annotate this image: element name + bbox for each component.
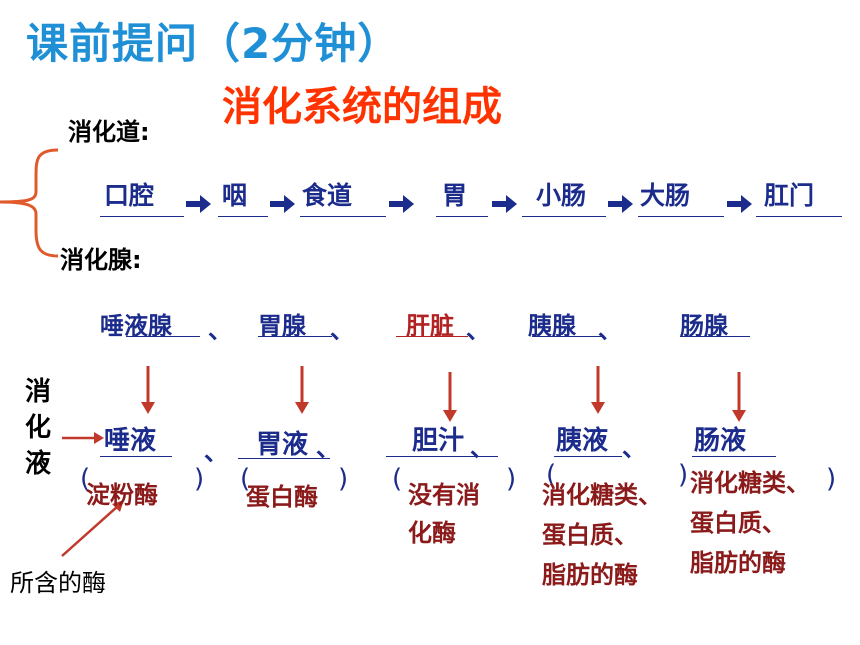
arrow-down-icon-2 xyxy=(295,402,309,414)
underline xyxy=(218,216,268,217)
gland-salivary: 唾液腺 xyxy=(100,312,172,340)
separator: 、 xyxy=(330,316,354,344)
gland-pancreas: 胰腺 xyxy=(528,312,576,340)
paren-open: ( xyxy=(80,464,91,494)
gland-intestinal: 肠腺 xyxy=(680,312,728,340)
arrow-right-icon-5 xyxy=(608,195,633,213)
arrow-right-icon-2 xyxy=(270,195,295,213)
underline xyxy=(100,456,172,457)
paren-close: ) xyxy=(826,464,837,494)
underline xyxy=(238,458,330,459)
underline xyxy=(386,456,498,457)
arrow-right-icon-3 xyxy=(389,195,414,213)
separator: 、 xyxy=(470,434,494,462)
paren-open: ( xyxy=(240,464,251,494)
underline xyxy=(532,336,602,337)
down-arrows xyxy=(141,366,746,422)
enzyme-bile-2: 化酶 xyxy=(408,519,456,547)
juice-gastric: 胃液 xyxy=(256,430,309,460)
underline xyxy=(100,216,184,217)
tract-organ-anus: 肛门 xyxy=(764,181,815,210)
brace-icon xyxy=(0,148,59,258)
tract-organ-esophagus: 食道 xyxy=(302,181,353,210)
juice-label-char-1: 消 xyxy=(24,377,51,407)
arrow-diagonal-icon xyxy=(112,500,124,512)
tract-organ-stomach: 胃 xyxy=(442,181,468,210)
paren-close: ) xyxy=(678,460,689,490)
arrow-down-icon-1 xyxy=(141,402,155,414)
separator: 、 xyxy=(622,434,646,462)
enzyme-intestinal-1: 消化糖类、 xyxy=(690,469,810,497)
juice-label-char-2: 化 xyxy=(24,413,51,443)
juice-bile: 胆汁 xyxy=(412,426,465,456)
underline xyxy=(396,336,468,337)
tract-organ-pharynx: 咽 xyxy=(222,181,248,210)
slide-subtitle: 消化系统的组成 xyxy=(222,84,502,130)
enzyme-bile-1: 没有消 xyxy=(408,481,480,509)
enzyme-pancreatic-1: 消化糖类、 xyxy=(542,481,662,509)
underline xyxy=(436,216,488,217)
tract-organ-large-intestine: 大肠 xyxy=(640,181,691,210)
underline xyxy=(692,456,776,457)
enzymes-label: 所含的酶 xyxy=(10,569,106,597)
paren-close: ) xyxy=(506,464,517,494)
underline xyxy=(522,216,606,217)
separator: 、 xyxy=(208,316,232,344)
gland-liver: 肝脏 xyxy=(406,312,454,340)
juice-vertical-label: 消 化 液 xyxy=(22,374,54,482)
tract-organ-mouth: 口腔 xyxy=(104,181,155,210)
paren-close: ) xyxy=(194,464,205,494)
tract-label: 消化道: xyxy=(68,118,150,146)
page-title: 课前提问（2分钟） xyxy=(26,19,401,68)
enzyme-intestinal-2: 蛋白质、 xyxy=(690,509,786,537)
enzyme-gastric: 蛋白酶 xyxy=(246,483,318,511)
arrow-down-icon-5 xyxy=(732,410,746,422)
juice-label-char-3: 液 xyxy=(24,449,51,479)
arrow-right-icon-juice xyxy=(94,432,104,444)
arrow-right-icon-1 xyxy=(186,195,211,213)
paren-open: ( xyxy=(392,464,403,494)
underline xyxy=(638,216,724,217)
glands-label: 消化腺: xyxy=(60,246,142,274)
separator: 、 xyxy=(466,316,490,344)
tract-arrows xyxy=(186,195,752,213)
arrow-down-icon-3 xyxy=(443,410,457,422)
underline xyxy=(756,216,842,217)
enzyme-pancreatic-3: 脂肪的酶 xyxy=(542,561,638,589)
arrow-down-icon-4 xyxy=(591,402,605,414)
underline xyxy=(680,336,750,337)
underline xyxy=(554,456,622,457)
juice-pancreatic: 胰液 xyxy=(556,426,609,456)
separator: 、 xyxy=(598,316,622,344)
separator: 、 xyxy=(316,434,340,462)
enzyme-pancreatic-2: 蛋白质、 xyxy=(542,521,638,549)
arrow-right-icon-6 xyxy=(727,195,752,213)
paren-close: ) xyxy=(338,464,349,494)
arrow-right-icon-4 xyxy=(492,195,517,213)
gland-gastric: 胃腺 xyxy=(258,312,306,340)
underline xyxy=(300,216,386,217)
juice-saliva: 唾液 xyxy=(104,426,157,456)
separator: 、 xyxy=(204,438,228,466)
tract-organ-small-intestine: 小肠 xyxy=(536,181,587,210)
juice-intestinal: 肠液 xyxy=(694,426,747,456)
paren-open: ( xyxy=(546,460,557,490)
underline xyxy=(126,336,200,337)
underline xyxy=(258,336,332,337)
enzyme-intestinal-3: 脂肪的酶 xyxy=(690,549,786,577)
enzyme-saliva: 淀粉酶 xyxy=(86,481,158,509)
